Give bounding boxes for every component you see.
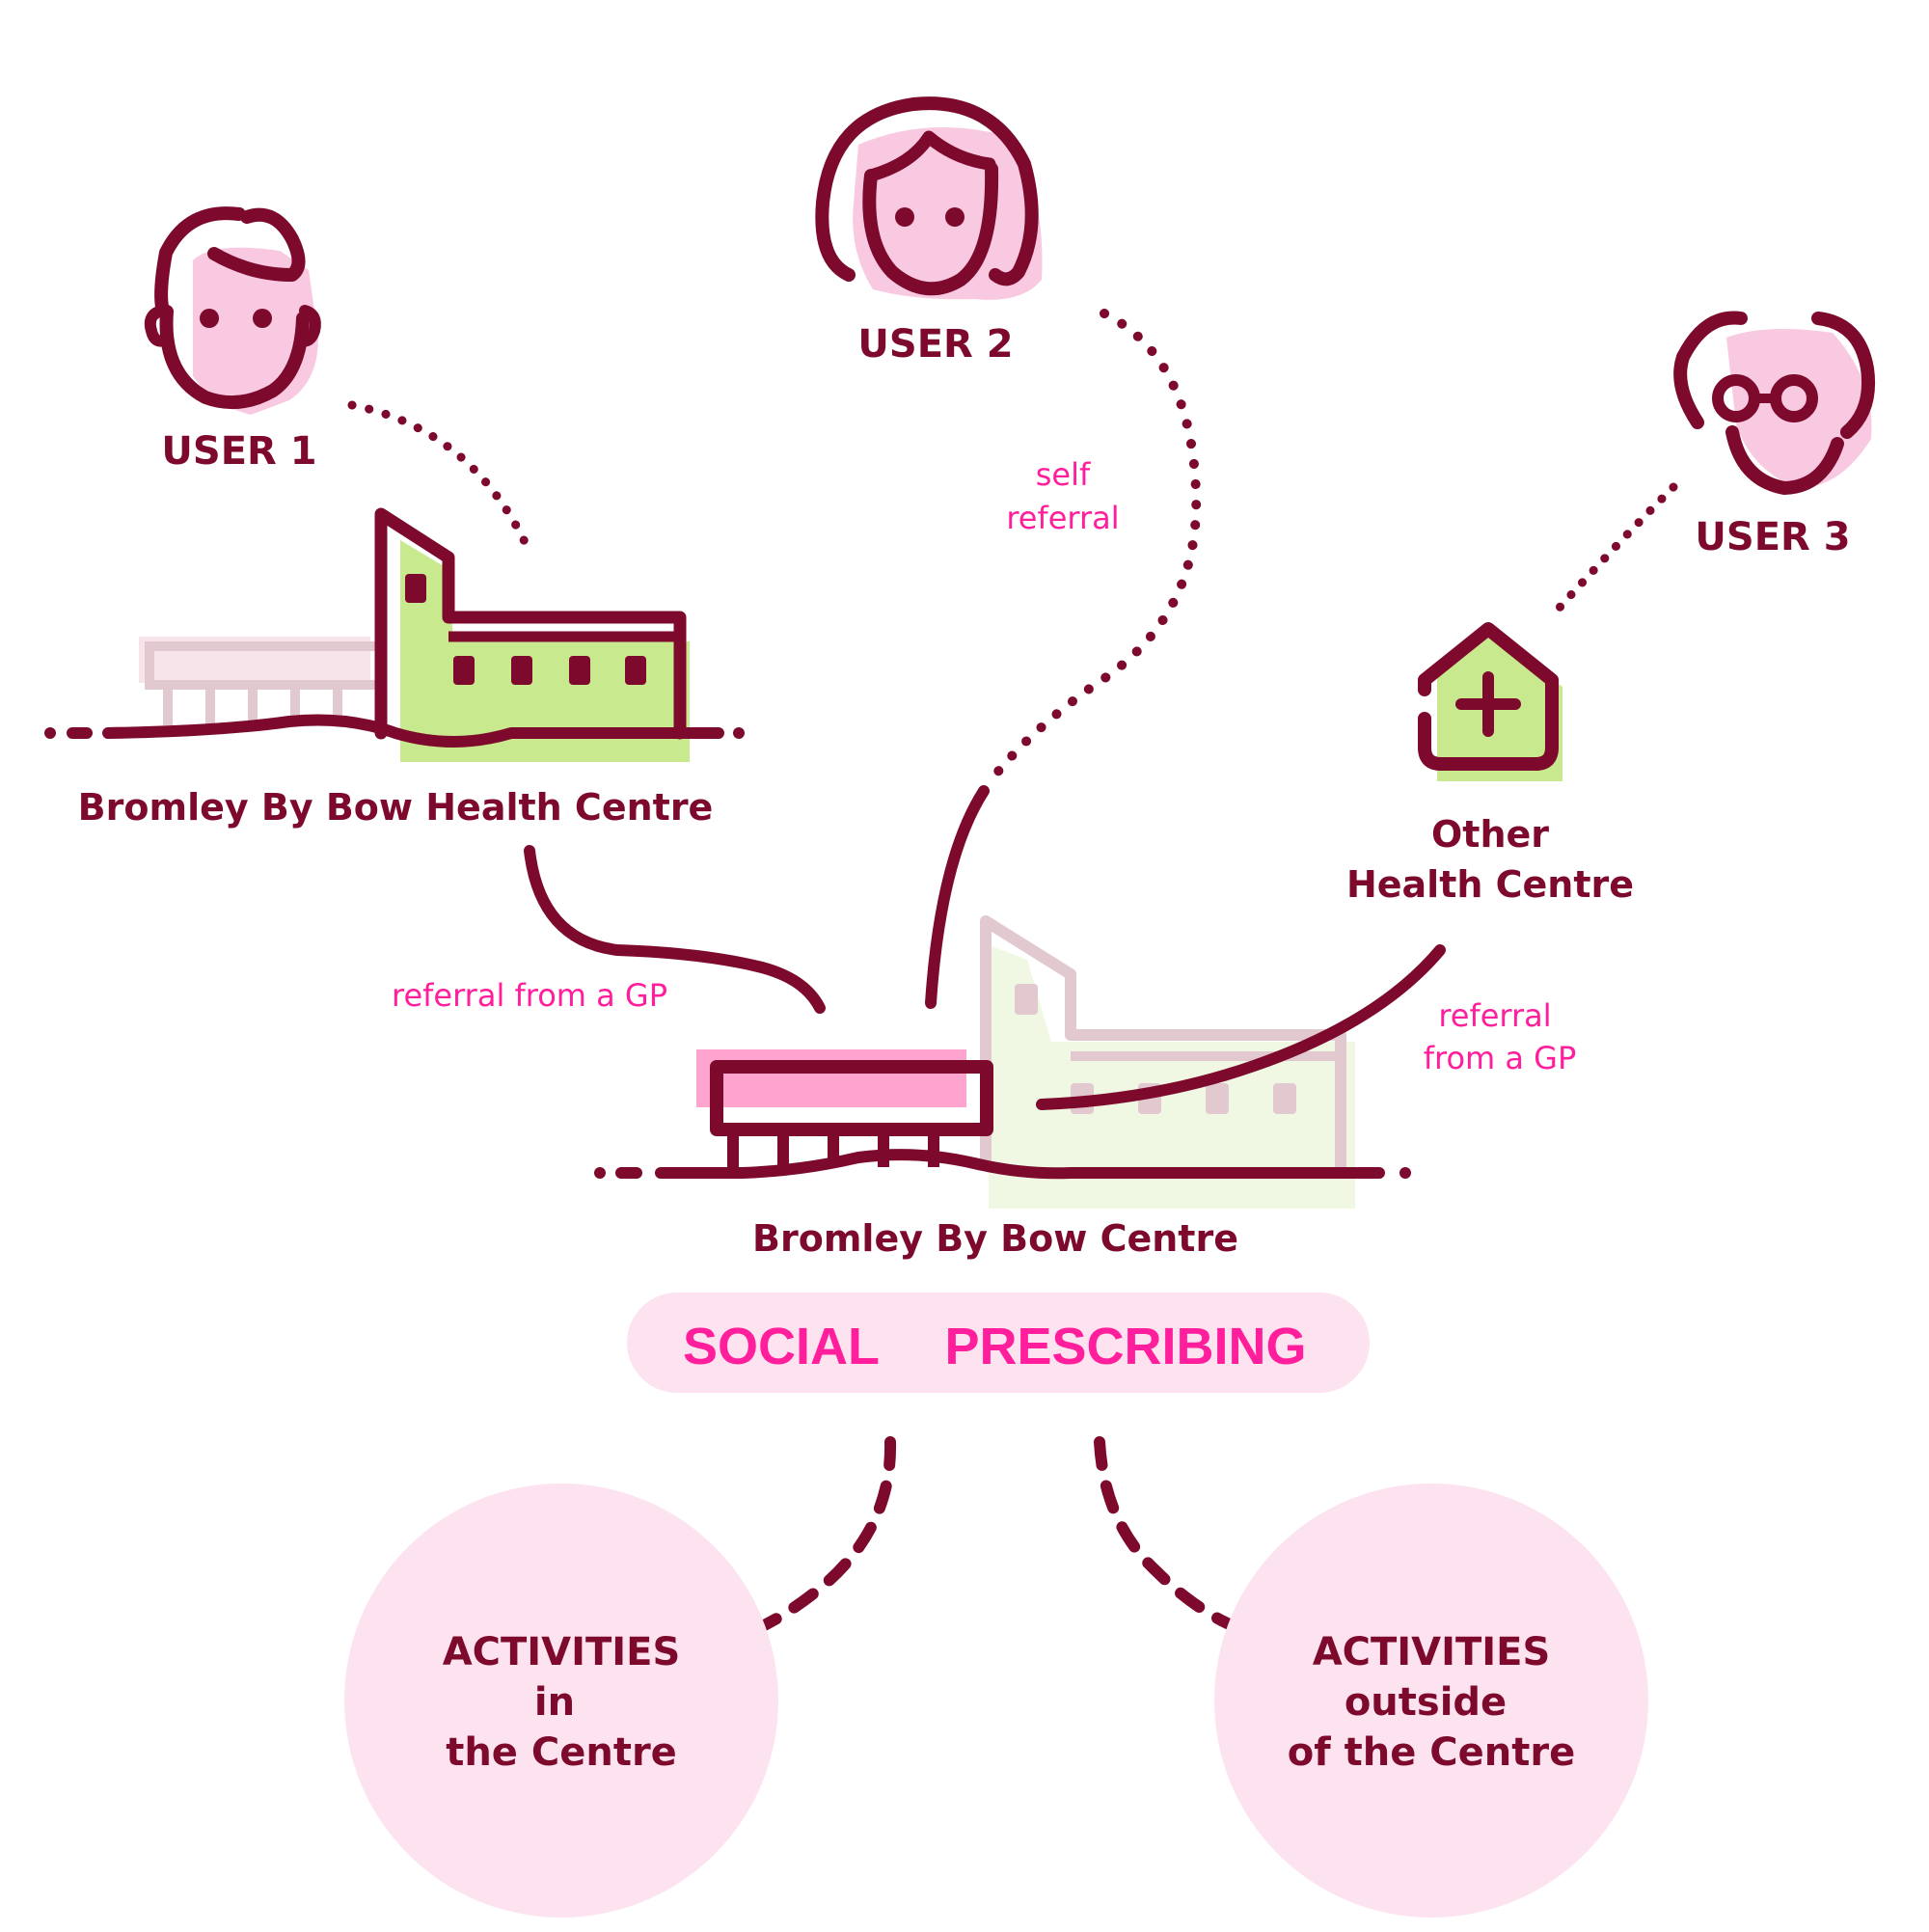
- activities-outside-centre-line1: ACTIVITIES: [1313, 1630, 1551, 1674]
- activities-in-centre-circle: [344, 1483, 778, 1918]
- gp-referral-right-line: [1036, 944, 1446, 1110]
- user-2-self-referral-connector: [984, 309, 1202, 788]
- user-1-man-face-icon: [144, 206, 321, 415]
- user-1-label: USER 1: [161, 429, 316, 474]
- activities-in-centre-line3: the Centre: [446, 1730, 677, 1775]
- other-health-centre-house-icon: [1418, 622, 1562, 781]
- health-centre-building-icon: [44, 507, 745, 762]
- social-prescribing-pill: [627, 1293, 1370, 1393]
- user-3-elderly-man-with-glasses-icon: [1673, 311, 1876, 495]
- user-3-label: USER 3: [1695, 515, 1850, 559]
- other-health-centre-label-line2: Health Centre: [1346, 863, 1634, 906]
- activities-in-centre-line1: ACTIVITIES: [443, 1630, 681, 1674]
- user-2-woman-face-icon: [815, 96, 1043, 300]
- health-centre-label: Bromley By Bow Health Centre: [78, 786, 714, 829]
- activities-outside-centre-circle: [1214, 1483, 1648, 1918]
- social-prescribing-word1: SOCIAL: [683, 1318, 880, 1375]
- self-referral-label-line2: referral: [1006, 500, 1119, 536]
- user-3-connector: [1553, 482, 1678, 614]
- main-centre-label: Bromley By Bow Centre: [752, 1217, 1238, 1260]
- gp-referral-left-line: [524, 845, 826, 1014]
- gp-referral-right-label-line2: from a GP: [1424, 1040, 1577, 1076]
- activities-in-centre-line2: in: [534, 1680, 575, 1725]
- gp-referral-right-label-line1: referral: [1438, 997, 1551, 1034]
- gp-referral-left-label: referral from a GP: [392, 977, 667, 1014]
- other-health-centre-label-line1: Other: [1431, 813, 1549, 856]
- activities-outside-centre-line3: of the Centre: [1288, 1730, 1575, 1775]
- user-2-label: USER 2: [857, 322, 1013, 367]
- social-prescribing-word2: PRESCRIBING: [944, 1318, 1306, 1375]
- activities-outside-centre-line2: outside: [1345, 1680, 1507, 1725]
- self-referral-label-line1: self: [1036, 456, 1091, 493]
- self-referral-solid-line: [925, 785, 990, 1009]
- user-1-connector: [347, 400, 533, 555]
